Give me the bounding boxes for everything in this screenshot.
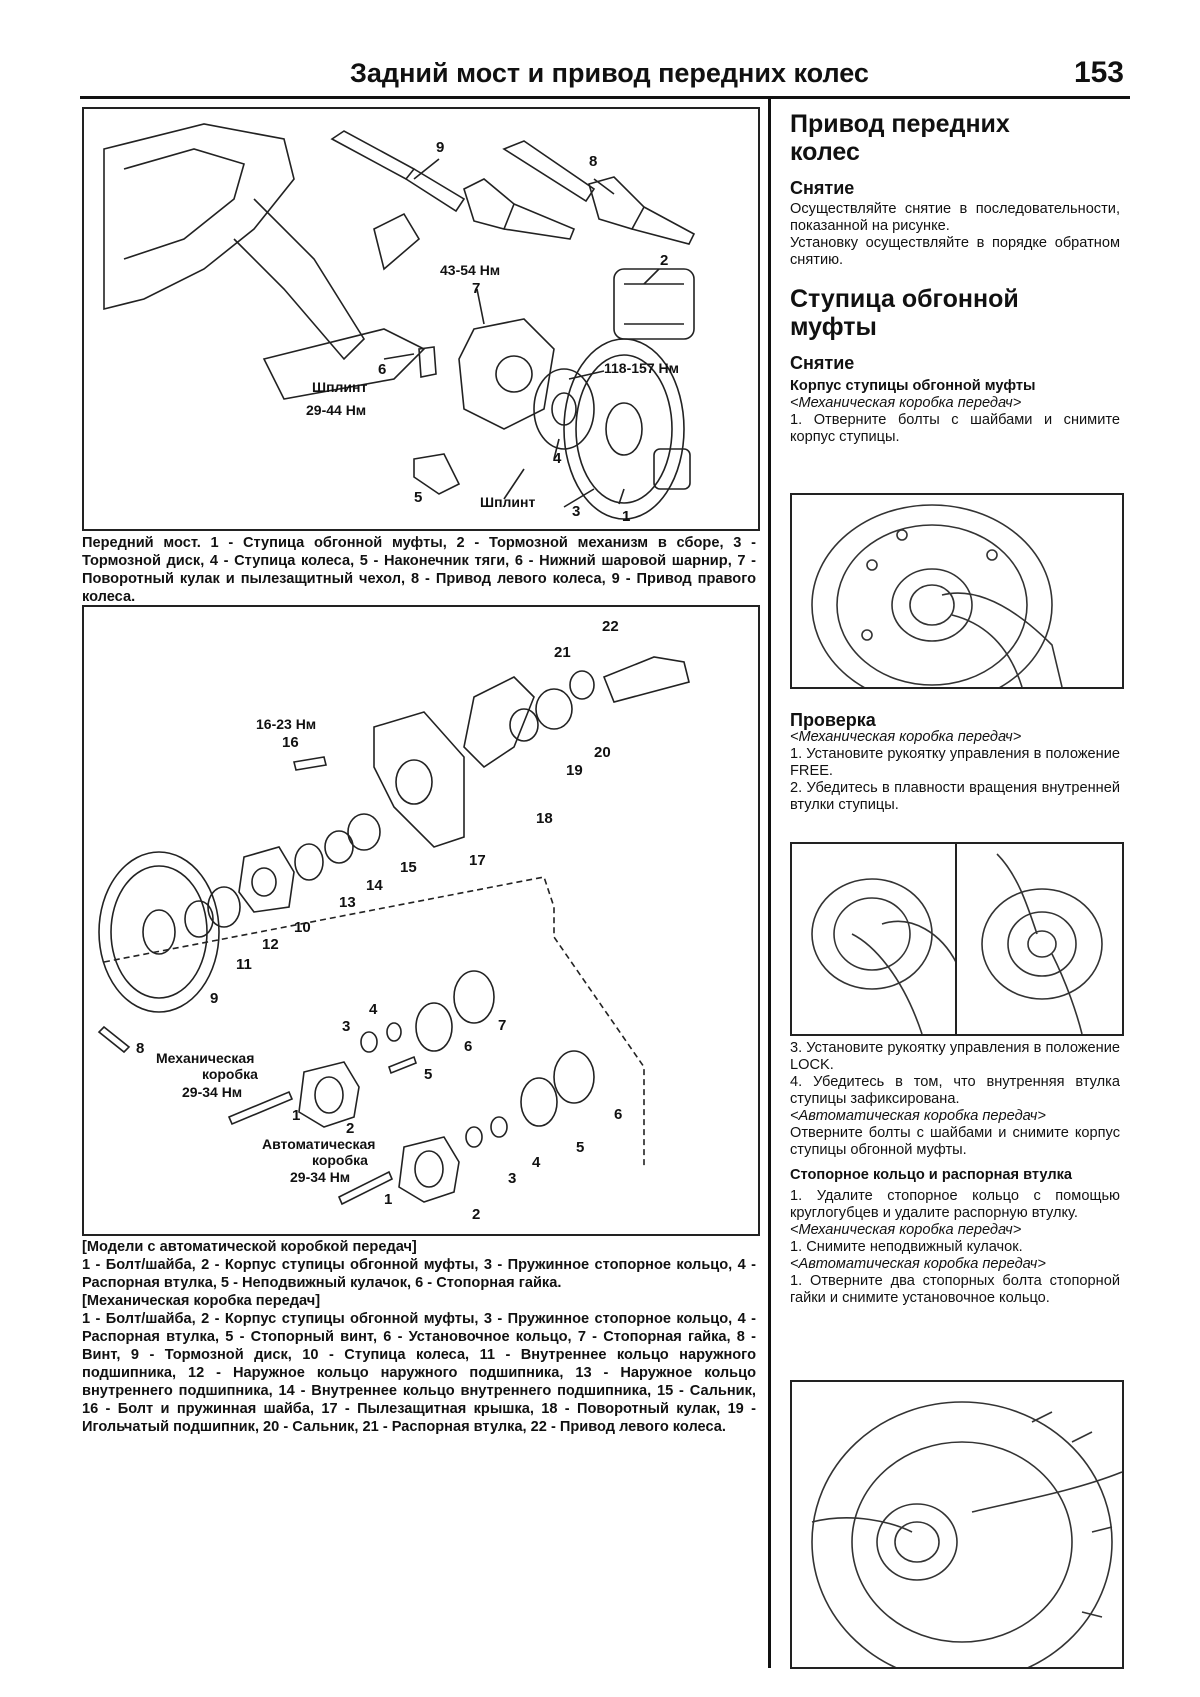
figure2-caption: [Модели с автоматической коробкой переда… [82, 1238, 756, 1436]
label-8: 8 [136, 1040, 144, 1057]
label-6b: 6 [614, 1106, 622, 1123]
label-11: 11 [236, 956, 252, 973]
label-torque-118: 118-157 Нм [604, 360, 679, 376]
label-19: 19 [566, 762, 583, 779]
figure2-caption-auto: 1 - Болт/шайба, 2 - Корпус ступицы обгон… [82, 1257, 756, 1291]
label-splint-2: Шплинт [480, 494, 535, 510]
figure1-caption: Передний мост. 1 - Ступица обгонной муфт… [82, 534, 756, 606]
photo-lock-nut [790, 1380, 1124, 1669]
label-4: 4 [553, 450, 562, 467]
text-free: 1. Установите рукоятку управления в поло… [790, 746, 1120, 779]
label-4a: 4 [369, 1001, 378, 1018]
label-torque-16: 16-23 Нм [256, 716, 316, 732]
label-10: 10 [294, 919, 311, 936]
right-column-lock: 3. Установите рукоятку управления в поло… [790, 1040, 1120, 1307]
label-16: 16 [282, 734, 299, 751]
label-14: 14 [366, 877, 383, 894]
label-7: 7 [498, 1017, 506, 1034]
column-divider [768, 98, 771, 1668]
subheading-removal-1: Снятие [790, 178, 855, 198]
label-2b: 2 [472, 1206, 480, 1223]
label-8: 8 [589, 153, 597, 170]
right-column-check: Проверка <Механическая коробка передач> … [790, 710, 1120, 814]
figure2-caption-auto-head: [Модели с автоматической коробкой переда… [82, 1239, 417, 1255]
text-auto-2: <Автоматическая коробка передач> [790, 1256, 1046, 1272]
photo-check-left [790, 842, 959, 1036]
photo-check-right-drawing [981, 853, 1103, 1034]
label-5b: 5 [576, 1139, 584, 1156]
text-lock-bolts: 1. Отверните два стопорных болта стопорн… [790, 1273, 1120, 1306]
label-1a: 1 [292, 1107, 300, 1124]
text-removal-1: Осуществляйте снятие в последовательност… [790, 201, 1120, 234]
page-number: 153 [1073, 56, 1124, 89]
label-torque-43: 43-54 Нм [440, 262, 500, 278]
page-header: Задний мост и привод передних колес 153 [80, 56, 1130, 99]
photo-lock-nut-drawing [811, 1401, 1122, 1667]
hub-exploded-drawing: 22 21 20 19 16-23 Нм 16 18 17 15 14 13 1… [97, 618, 690, 1223]
subheading-ring: Стопорное кольцо и распорная втулка [790, 1167, 1073, 1183]
label-12: 12 [262, 936, 279, 953]
label-6a: 6 [464, 1038, 472, 1055]
text-manual-3: <Механическая коробка передач> [790, 1222, 1022, 1238]
text-ring-remove: 1. Удалите стопорное кольцо с помощью кр… [790, 1188, 1120, 1221]
section-title-hub: Ступица обгонной муфты [790, 285, 1019, 341]
front-axle-drawing: 9 8 2 43-54 Нм 7 118-157 Нм 6 Шплинт 29-… [103, 123, 696, 525]
label-5a: 5 [424, 1066, 432, 1083]
label-17: 17 [469, 852, 486, 869]
label-auto-torque: 29-34 Нм [290, 1169, 350, 1185]
text-cam: 1. Снимите неподвижный кулачок. [790, 1239, 1023, 1255]
label-3b: 3 [508, 1170, 516, 1187]
photo-check-right [955, 842, 1124, 1036]
label-7: 7 [472, 280, 480, 297]
text-fixed: 4. Убедитесь в том, что внутренняя втулк… [790, 1074, 1120, 1107]
label-1: 1 [622, 508, 630, 525]
text-smooth: 2. Убедитесь в плавности вращения внутре… [790, 780, 1120, 813]
subheading-housing: Корпус ступицы обгонной муфты [790, 378, 1036, 394]
label-21: 21 [554, 644, 571, 661]
figure-front-axle: 9 8 2 43-54 Нм 7 118-157 Нм 6 Шплинт 29-… [82, 107, 760, 531]
figure1-caption-text: Передний мост. 1 - Ступица обгонной муфт… [82, 535, 756, 605]
figure2-caption-mech: 1 - Болт/шайба, 2 - Корпус ступицы обгон… [82, 1311, 756, 1435]
label-mech-torque: 29-34 Нм [182, 1084, 242, 1100]
label-4b: 4 [532, 1154, 541, 1171]
label-9: 9 [210, 990, 218, 1007]
figure-hub-exploded: 22 21 20 19 16-23 Нм 16 18 17 15 14 13 1… [82, 605, 760, 1236]
label-mech-1: Механическая [156, 1050, 254, 1066]
text-manual-2: <Механическая коробка передач> [790, 729, 1022, 745]
label-5: 5 [414, 489, 422, 506]
label-18: 18 [536, 810, 553, 827]
photo-hub-removal [790, 493, 1124, 689]
label-mech-2: коробка [202, 1066, 258, 1082]
label-2a: 2 [346, 1120, 354, 1137]
header-title: Задний мост и привод передних колес [350, 58, 869, 88]
label-torque-29: 29-44 Нм [306, 402, 366, 418]
photo-check-left-drawing [811, 878, 957, 1034]
label-splint-1: Шплинт [312, 379, 367, 395]
label-2: 2 [660, 252, 668, 269]
text-unscrew-2: Отверните болты с шайбами и снимите корп… [790, 1125, 1120, 1158]
text-manual-1: <Механическая коробка передач> [790, 395, 1022, 411]
label-20: 20 [594, 744, 611, 761]
text-unscrew-1: 1. Отверните болты с шайбами и снимите к… [790, 412, 1120, 445]
label-auto-1: Автоматическая [262, 1136, 375, 1152]
subheading-removal-2: Снятие [790, 353, 855, 373]
label-3: 3 [572, 503, 580, 520]
figure2-caption-mech-head: [Механическая коробка передач] [82, 1293, 321, 1309]
label-6: 6 [378, 361, 386, 378]
photo-hub-removal-drawing [811, 504, 1063, 687]
label-1b: 1 [384, 1191, 392, 1208]
text-auto-1: <Автоматическая коробка передач> [790, 1108, 1046, 1124]
text-install-1: Установку осуществляйте в порядке обратн… [790, 235, 1120, 268]
label-auto-2: коробка [312, 1152, 368, 1168]
label-22: 22 [602, 618, 619, 635]
right-column-top: Привод передних колес Снятие Осуществляй… [790, 110, 1120, 446]
label-13: 13 [339, 894, 356, 911]
label-15: 15 [400, 859, 417, 876]
label-9: 9 [436, 139, 444, 156]
subheading-check: Проверка [790, 710, 876, 730]
text-lock: 3. Установите рукоятку управления в поло… [790, 1040, 1120, 1073]
section-title-drive: Привод передних колес [790, 110, 1010, 166]
label-3a: 3 [342, 1018, 350, 1035]
